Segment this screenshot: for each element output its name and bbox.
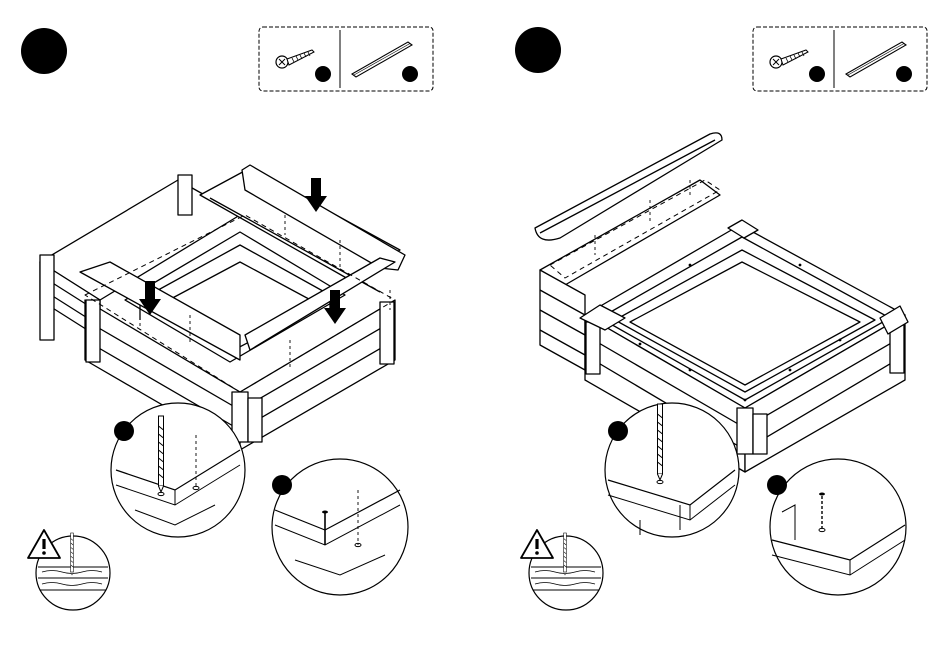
quantity-marker — [809, 66, 825, 82]
step-left — [21, 27, 433, 610]
step-number-marker — [21, 28, 67, 74]
drill-detail — [605, 403, 739, 537]
detail-marker — [608, 421, 628, 441]
parts-box — [753, 27, 927, 91]
quantity-marker — [896, 66, 912, 82]
sandbox-frame-view — [40, 165, 405, 450]
screw-detail — [272, 459, 408, 595]
quantity-marker — [402, 66, 418, 82]
step-number-marker — [515, 27, 561, 73]
parts-box — [259, 27, 433, 91]
drill-detail — [111, 403, 245, 537]
step-right — [515, 27, 927, 610]
screw-detail — [767, 459, 906, 595]
detail-marker — [272, 475, 292, 495]
detail-marker — [767, 475, 787, 495]
warning-drill-detail — [28, 530, 110, 610]
warning-drill-detail — [521, 530, 603, 610]
quantity-marker — [315, 66, 331, 82]
detail-marker — [114, 421, 134, 441]
sandbox-frame-view — [535, 133, 908, 472]
